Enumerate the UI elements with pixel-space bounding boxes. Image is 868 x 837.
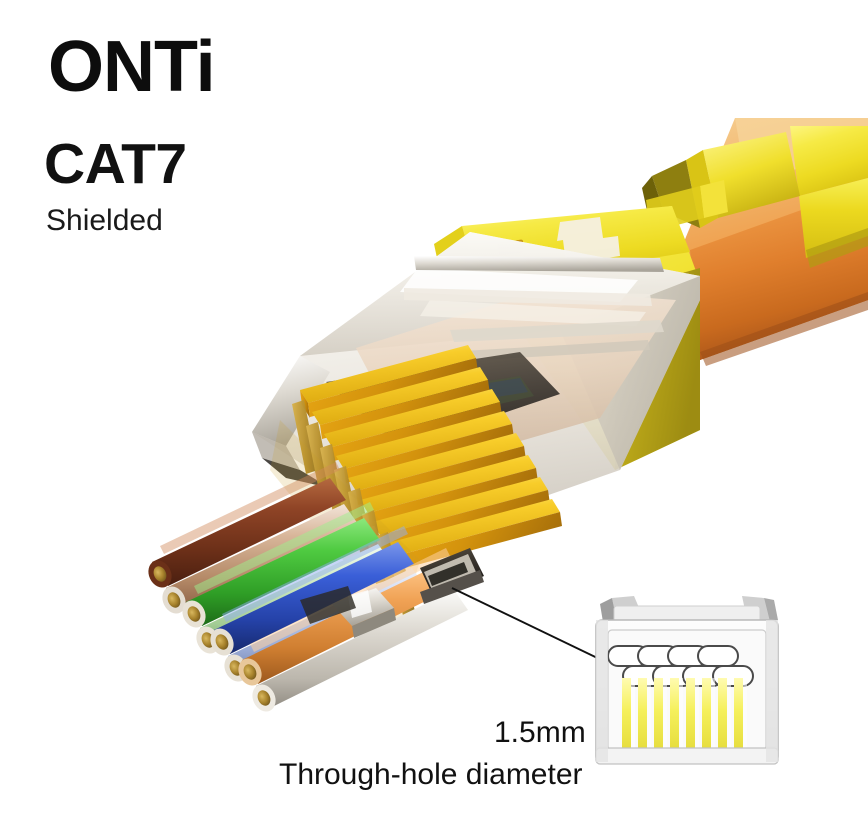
inset-through-holes	[607, 645, 754, 687]
connector-top-shield-plate	[434, 206, 690, 300]
through-hole-diameter-label: Through-hole diameter	[279, 758, 583, 791]
wire-blue	[210, 526, 414, 656]
inset-front-view-connector	[595, 596, 779, 765]
product-shielding-subtitle: Shielded	[46, 204, 163, 237]
leader-line	[451, 587, 615, 667]
connector-clear-housing	[252, 232, 700, 540]
wire-orange	[238, 548, 456, 686]
wire-white-orange	[252, 590, 468, 712]
wire-brown	[148, 462, 346, 588]
brand-logo: ONTi	[48, 27, 216, 107]
wire-bundle	[148, 462, 468, 712]
shield-crimp-wing	[642, 132, 800, 232]
shield-drain-tab	[300, 586, 396, 638]
product-category-title: CAT7	[44, 132, 187, 196]
connector-metal-rail	[404, 256, 664, 306]
connector-through-hole-face	[420, 548, 484, 604]
connector-rear-shield	[489, 206, 700, 470]
brand-logo-text: ONTi	[48, 27, 216, 107]
wire-white-green	[196, 544, 392, 654]
wire-white-brown	[162, 504, 358, 614]
wire-green	[182, 502, 380, 628]
wire-white-blue	[224, 568, 426, 682]
shield-crimp-band-outer	[790, 126, 868, 268]
cable-jacket	[660, 118, 868, 366]
through-hole-diameter-value: 1.5mm	[494, 716, 586, 749]
connector-gold-pins	[270, 345, 562, 630]
inset-pins	[622, 678, 747, 750]
